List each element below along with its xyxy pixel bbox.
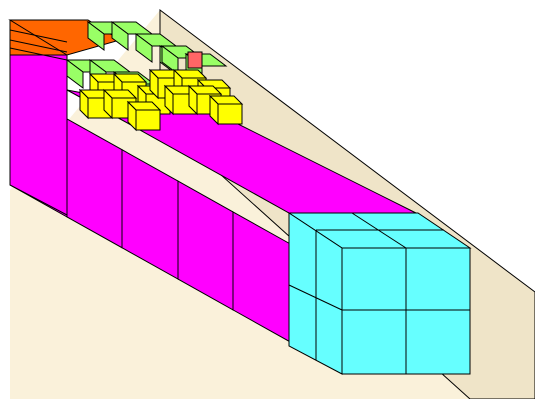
cargo-boxes xyxy=(8,19,472,375)
yellow-carton-10-side xyxy=(164,84,174,116)
green-carton-2-side xyxy=(111,21,129,51)
orange-carton-layer-line xyxy=(9,47,68,61)
red-carton xyxy=(187,51,203,69)
yellow-carton-6-front xyxy=(135,109,161,131)
green-carton-5-side xyxy=(66,59,84,89)
yellow-carton-5-side xyxy=(103,88,113,120)
orange-carton-layer-line xyxy=(9,29,68,43)
yellow-carton-7-side xyxy=(149,68,159,100)
green-carton-1-side xyxy=(87,21,105,51)
yellow-carton-4-side xyxy=(79,88,89,120)
cyan-carton-divider-6 xyxy=(351,212,407,249)
orange-carton-layer-line xyxy=(9,39,68,53)
cyan-carton-divider-4 xyxy=(288,284,343,311)
yellow-carton-12-side xyxy=(209,94,219,126)
yellow-carton-12-front xyxy=(217,103,243,125)
green-carton-3-side xyxy=(135,33,153,63)
yellow-carton-11-side xyxy=(188,84,198,116)
yellow-carton-6-side xyxy=(127,100,137,132)
